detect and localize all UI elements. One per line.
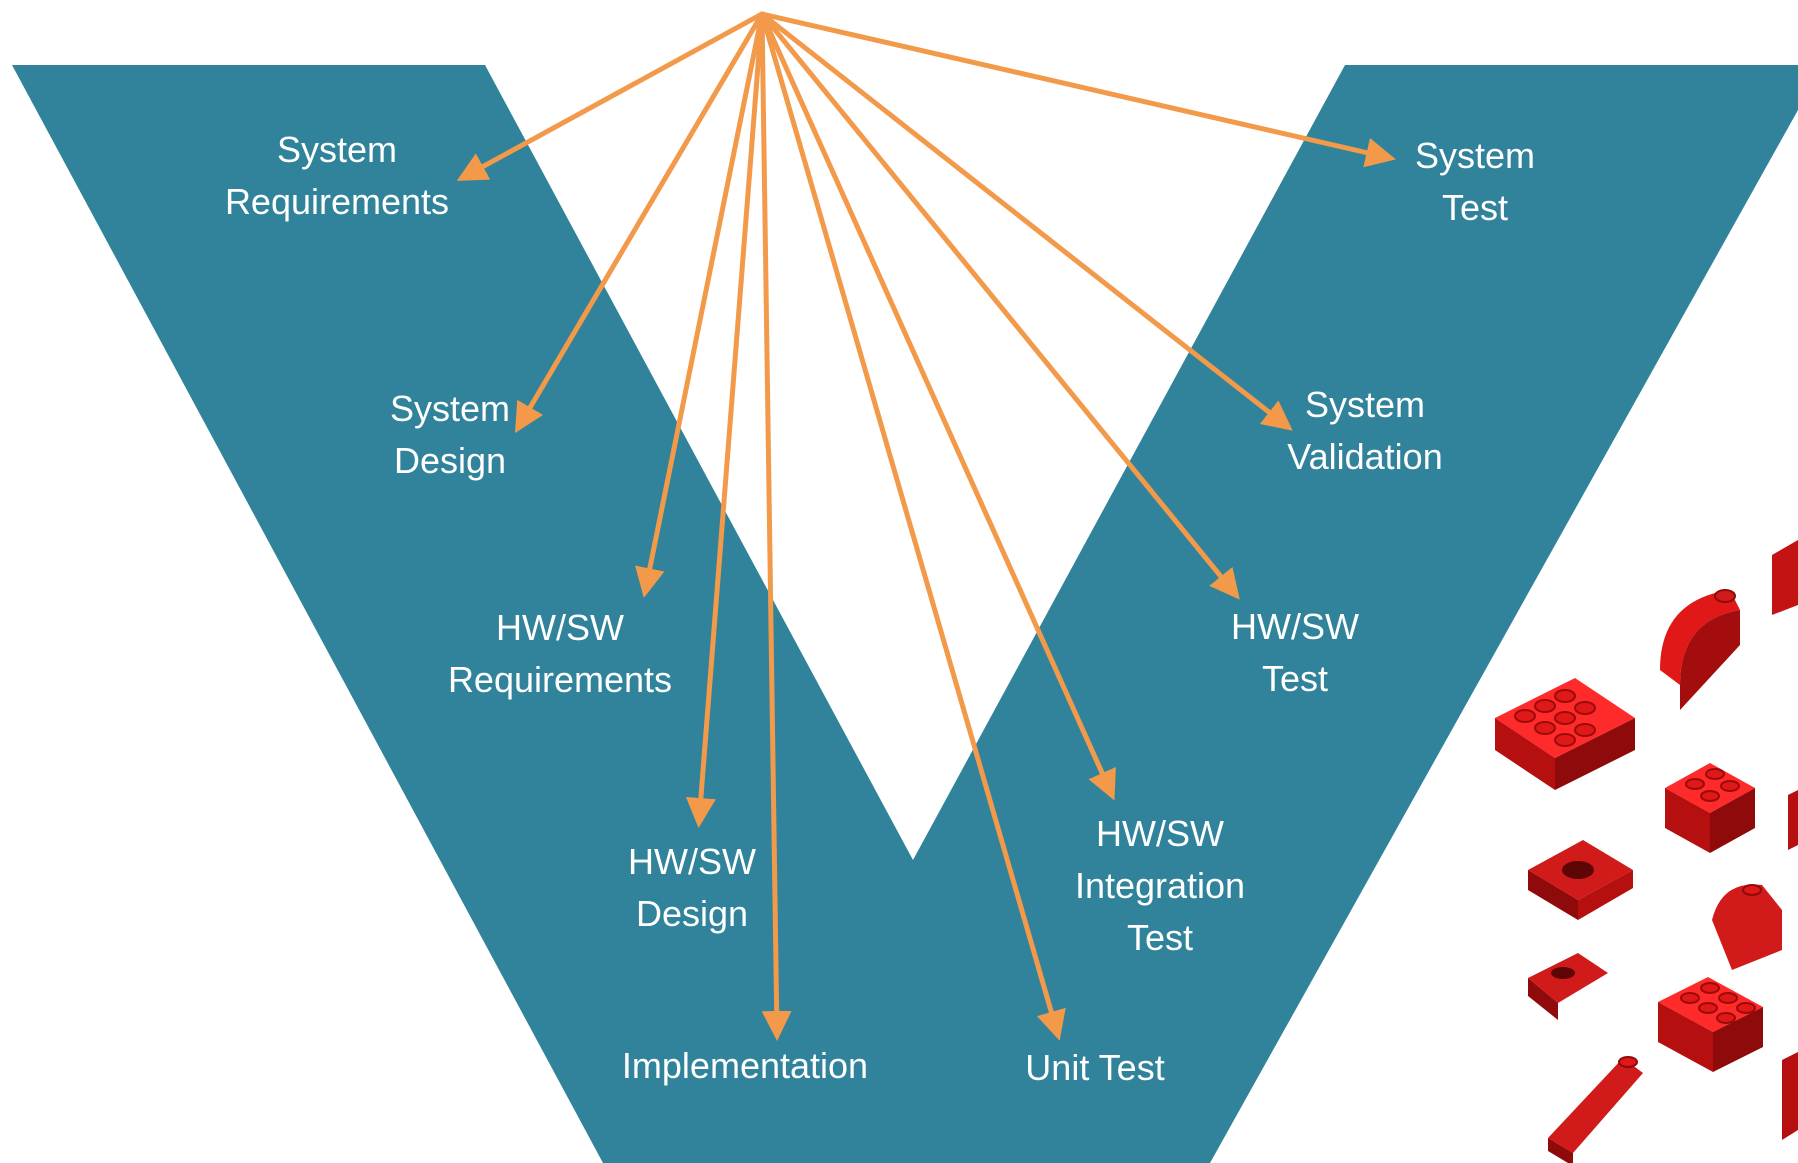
arrow-hwsw-integration-test: [759, 11, 1116, 801]
label-system-requirements: System Requirements: [224, 129, 450, 222]
label-hwsw-requirements: HW/SW Requirements: [447, 607, 673, 700]
v-shape: [12, 65, 1798, 1163]
arrow-hwsw-test: [759, 11, 1240, 600]
label-unit-test: Unit Test: [1025, 1047, 1165, 1088]
arrow-system-requirements: [456, 11, 765, 181]
label-hwsw-test: HW/SW Test: [1231, 606, 1359, 699]
arrows: [456, 11, 1396, 1041]
arrow-implementation: [759, 11, 792, 1041]
label-system-validation: System Validation: [1287, 384, 1443, 477]
arrow-system-design: [514, 11, 765, 434]
label-system-test: System Test: [1414, 135, 1536, 228]
arrow-hwsw-design: [685, 11, 765, 828]
arrow-system-validation: [759, 11, 1293, 431]
label-implementation: Implementation: [621, 1045, 869, 1086]
label-hwsw-design: HW/SW Design: [628, 841, 756, 934]
arrow-unit-test: [759, 11, 1066, 1041]
label-system-design: System Design: [389, 388, 511, 481]
label-hwsw-integration-test: HW/SW Integration Test: [1074, 813, 1246, 958]
lego-bricks-icon: [1495, 540, 1798, 1163]
arrow-hwsw-requirements: [635, 11, 765, 598]
arrow-system-test: [759, 11, 1396, 168]
